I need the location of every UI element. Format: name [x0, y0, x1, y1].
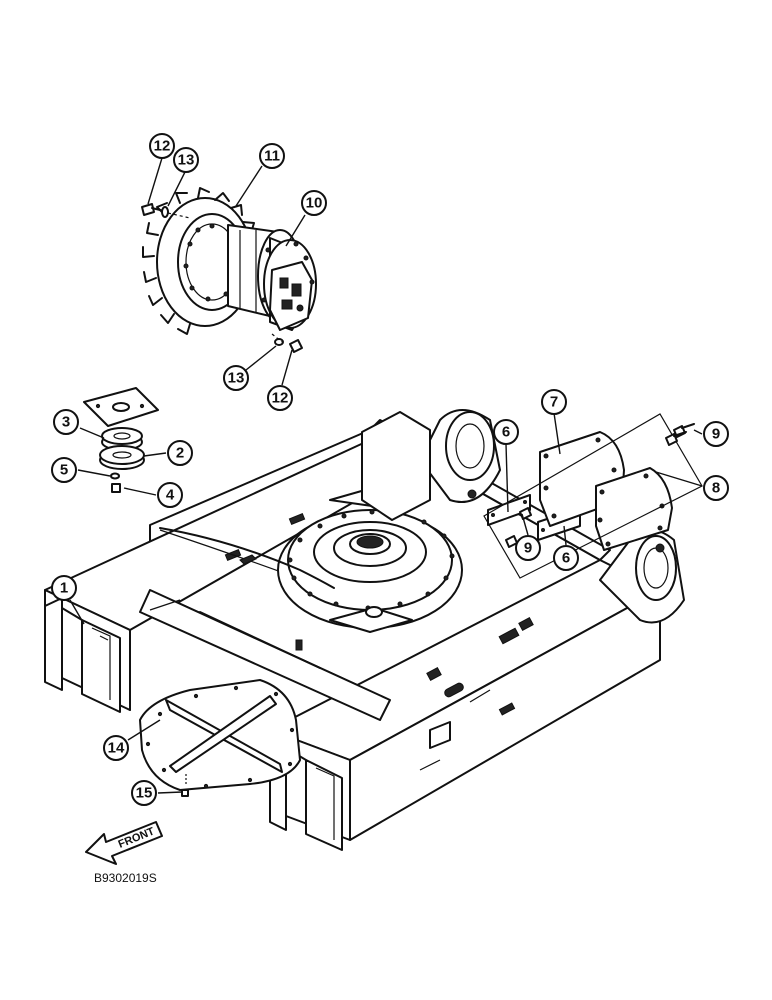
cover-plates: [483, 413, 703, 579]
svg-text:8: 8: [712, 480, 720, 497]
callout-2: 2: [167, 440, 193, 466]
callout-12-bottom: 12: [267, 385, 293, 411]
cover-bolts: [505, 423, 695, 548]
callout-5: 5: [51, 457, 77, 483]
callout-10: 10: [301, 190, 327, 216]
bolt-washer-top: [141, 203, 191, 219]
svg-text:5: 5: [60, 462, 68, 479]
callout-6-upper: 6: [493, 419, 519, 445]
svg-text:13: 13: [228, 370, 245, 387]
front-direction-arrow: FRONT: [85, 821, 163, 865]
callout-12-top: 12: [149, 133, 175, 159]
callout-9-left: 9: [515, 535, 541, 561]
svg-text:1: 1: [60, 580, 68, 597]
sprocket-drive-motor: [142, 187, 317, 335]
svg-text:15: 15: [136, 785, 153, 802]
callout-13-bottom: 13: [223, 365, 249, 391]
svg-text:6: 6: [562, 550, 570, 567]
callout-6-lower: 6: [553, 545, 579, 571]
svg-text:14: 14: [108, 740, 125, 757]
svg-text:12: 12: [272, 390, 289, 407]
callout-1: 1: [51, 575, 77, 601]
rear-tube-left: [361, 409, 501, 521]
callout-3: 3: [53, 409, 79, 435]
svg-text:9: 9: [524, 540, 532, 557]
callout-13-top: 13: [173, 147, 199, 173]
callout-15: 15: [131, 780, 157, 806]
bottom-cover-plate: [139, 679, 301, 797]
figure-reference-code: B9302019S: [94, 871, 157, 885]
washer-plate-stack: [83, 387, 159, 493]
svg-text:12: 12: [154, 138, 171, 155]
callout-4: 4: [157, 482, 183, 508]
callout-8: 8: [703, 475, 729, 501]
svg-text:13: 13: [178, 152, 195, 169]
svg-text:6: 6: [502, 424, 510, 441]
svg-text:10: 10: [306, 195, 323, 212]
leader-lines: [69, 157, 703, 794]
callout-7: 7: [541, 389, 567, 415]
callout-14: 14: [103, 735, 129, 761]
svg-text:7: 7: [550, 394, 558, 411]
svg-text:9: 9: [712, 426, 720, 443]
svg-text:4: 4: [166, 487, 175, 504]
svg-text:11: 11: [264, 148, 280, 165]
callout-9-right: 9: [703, 421, 729, 447]
bolt-washer-bottom: [271, 333, 303, 353]
svg-text:2: 2: [176, 445, 184, 462]
svg-text:3: 3: [62, 414, 70, 431]
callout-11: 11: [259, 143, 285, 169]
